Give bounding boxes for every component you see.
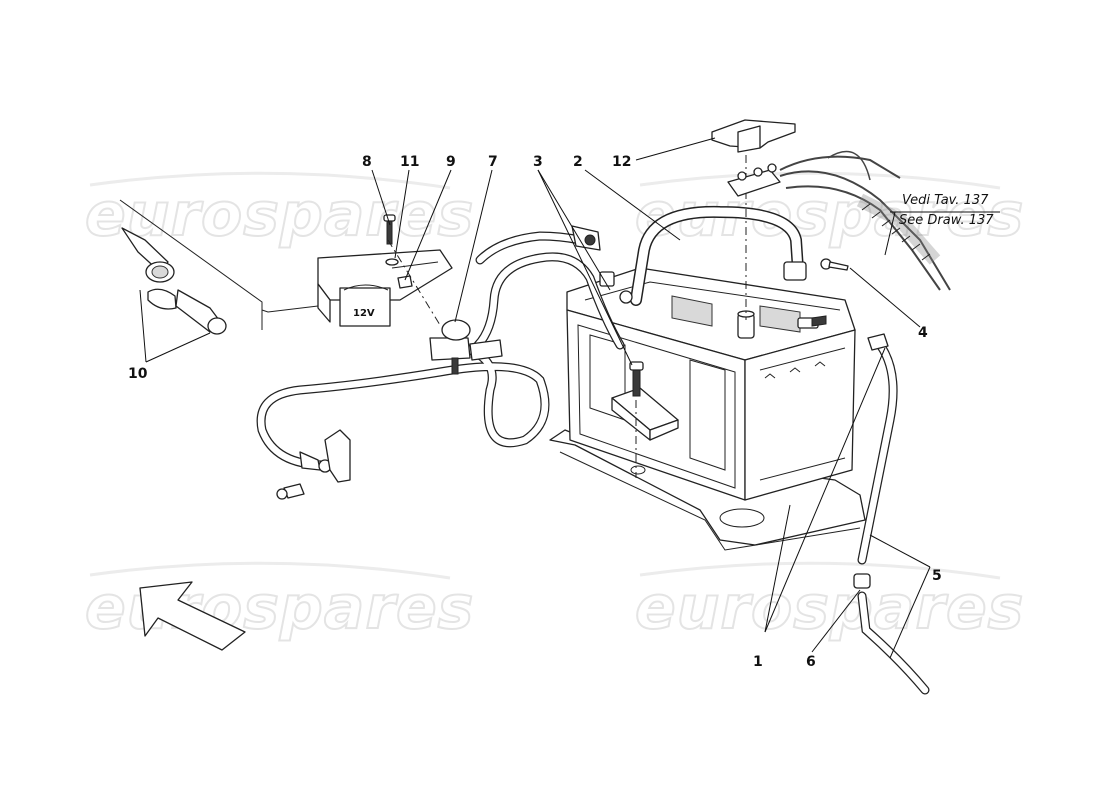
battery (566, 267, 856, 501)
wiring-harness (779, 150, 951, 291)
socket-label-12v: 12V (353, 308, 375, 319)
main-cable (256, 225, 625, 500)
bridge-cable (619, 205, 807, 306)
callout-9: 9 (446, 154, 456, 170)
screw (820, 258, 849, 271)
callout-12: 12 (612, 154, 631, 170)
callout-8: 8 (362, 154, 372, 170)
watermark-text: eurospares (85, 180, 474, 250)
callout-1: 1 (753, 654, 763, 670)
callout-3: 3 (533, 154, 543, 170)
callout-numbers: 8 11 9 7 3 2 12 4 5 6 1 10 (128, 154, 942, 670)
socket-bracket: 12V (261, 214, 453, 327)
callout-6: 6 (806, 654, 816, 670)
terminal-connectors (727, 163, 781, 197)
callout-4: 4 (918, 325, 928, 341)
reference-line-it: Vedi Tav. 137 (902, 193, 989, 208)
hold-down-clamp (611, 361, 679, 478)
leader-lines (139, 137, 931, 659)
callout-10: 10 (128, 366, 148, 382)
watermark-layer: eurospares eurospares eurospares eurospa… (84, 171, 1024, 644)
reference-note: Vedi Tav. 137 See Draw. 137 (884, 193, 1000, 256)
callout-5: 5 (932, 568, 942, 584)
reference-line-en: See Draw. 137 (899, 213, 994, 228)
vent-tube (853, 333, 930, 695)
callout-11: 11 (400, 154, 419, 170)
terminal-cover (711, 119, 796, 320)
callout-2: 2 (573, 154, 583, 170)
watermark-text: eurospares (635, 573, 1024, 643)
callout-7: 7 (488, 154, 498, 170)
direction-arrow-icon (139, 581, 246, 651)
cigar-lighter (119, 199, 263, 335)
